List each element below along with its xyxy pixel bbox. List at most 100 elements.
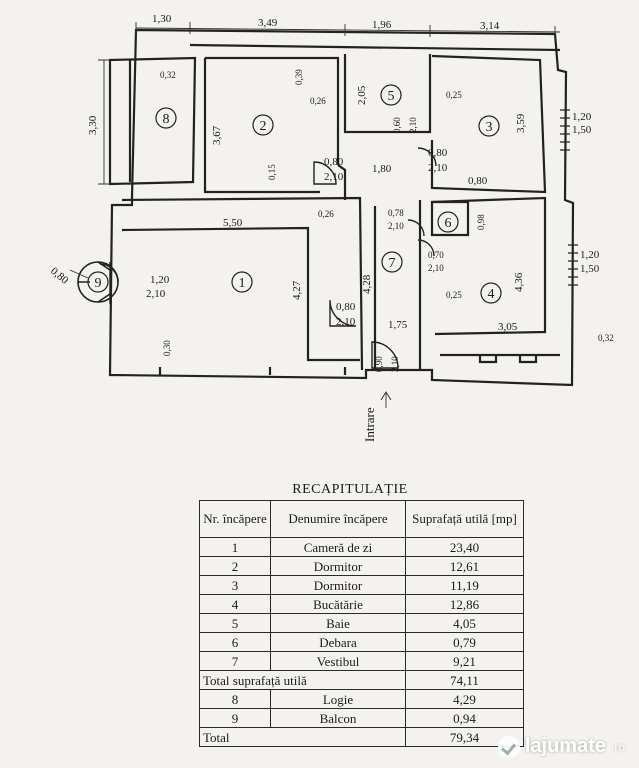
table-row: 2 Dormitor 12,61 bbox=[199, 556, 524, 576]
room-1-label: 1 bbox=[239, 276, 246, 291]
dim-0-32-b: 0,32 bbox=[598, 333, 614, 343]
cell-room-number: 9 bbox=[199, 708, 271, 728]
door-r1-w: 0,80 bbox=[336, 301, 356, 313]
watermark-tld: .ro bbox=[610, 739, 625, 754]
room-5-label: 5 bbox=[388, 89, 395, 104]
table-row: 1 Cameră de zi 23,40 bbox=[199, 537, 524, 557]
room-2-circle bbox=[252, 114, 274, 136]
cell-area: 0,79 bbox=[405, 632, 524, 652]
door-r4-h: 2,10 bbox=[428, 263, 444, 273]
table-row: 9 Balcon 0,94 bbox=[199, 708, 524, 728]
door-r1-h: 2,10 bbox=[336, 316, 356, 328]
cell-area: 4,29 bbox=[405, 689, 524, 709]
room-7-label: 7 bbox=[389, 256, 396, 271]
table-row: 4 Bucătărie 12,86 bbox=[199, 594, 524, 614]
window-r3-w: 1,20 bbox=[572, 111, 592, 123]
cell-room-name: Cameră de zi bbox=[270, 537, 406, 557]
dim-3-67: 3,67 bbox=[211, 125, 223, 145]
dim-left: 3,30 bbox=[87, 115, 99, 135]
dim-2-05: 2,05 bbox=[356, 85, 368, 105]
total-value: 79,34 bbox=[405, 727, 524, 747]
dim-4-36: 4,36 bbox=[513, 272, 525, 292]
plan-windows bbox=[560, 109, 578, 286]
table-row: 6 Debara 0,79 bbox=[199, 632, 524, 652]
site-watermark: lajumate.ro bbox=[497, 735, 625, 758]
cell-room-name: Logie bbox=[270, 689, 406, 709]
table-row: 8 Logie 4,29 bbox=[199, 689, 524, 709]
recap-header-row: Nr. încăpere Denumire încăpere Suprafață… bbox=[199, 500, 524, 538]
dim-3-05: 3,05 bbox=[498, 321, 518, 333]
cell-room-number: 2 bbox=[199, 556, 271, 576]
room-6-label: 6 bbox=[445, 216, 452, 231]
room-3-circle bbox=[478, 115, 500, 137]
window-r4-h: 1,50 bbox=[580, 263, 600, 275]
dim-0-30: 0,30 bbox=[162, 340, 172, 356]
header-room-number: Nr. încăpere bbox=[199, 500, 271, 538]
balcony-9-shape bbox=[77, 261, 119, 303]
cell-room-name: Baie bbox=[270, 613, 406, 633]
door-r3-h: 2,10 bbox=[428, 162, 448, 174]
total-row: Total 79,34 bbox=[199, 727, 524, 747]
total-label: Total bbox=[199, 727, 406, 747]
door-debara-w: 0,78 bbox=[388, 208, 404, 218]
dim-0-80-b: 0,80 bbox=[468, 175, 488, 187]
door-balcony-h: 2,10 bbox=[146, 288, 166, 300]
dim-top-4: 3,14 bbox=[480, 20, 500, 32]
room-6-circle bbox=[437, 211, 459, 233]
cell-area: 23,40 bbox=[405, 537, 524, 557]
cell-area: 9,21 bbox=[405, 651, 524, 671]
dim-1-80: 1,80 bbox=[372, 163, 392, 175]
dim-1-75: 1,75 bbox=[388, 319, 408, 331]
window-r4-w: 1,20 bbox=[580, 249, 600, 261]
door-entry-w: 0,90 bbox=[374, 356, 384, 372]
cell-area: 0,94 bbox=[405, 708, 524, 728]
room-9-circle bbox=[87, 271, 109, 293]
cell-room-number: 5 bbox=[199, 613, 271, 633]
cell-area: 12,61 bbox=[405, 556, 524, 576]
cell-room-name: Balcon bbox=[270, 708, 406, 728]
dim-top-1: 1,30 bbox=[152, 13, 172, 25]
dim-4-27: 4,27 bbox=[291, 280, 303, 300]
dim-3-59: 3,59 bbox=[515, 113, 527, 133]
cell-room-number: 4 bbox=[199, 594, 271, 614]
dim-0-25-b: 0,25 bbox=[446, 290, 462, 300]
door-bath-w: 0,60 bbox=[392, 117, 402, 133]
dim-0-15: 0,15 bbox=[267, 164, 277, 180]
cell-room-name: Bucătărie bbox=[270, 594, 406, 614]
dim-0-98: 0,98 bbox=[476, 214, 486, 230]
cell-room-number: 1 bbox=[199, 537, 271, 557]
table-row: 3 Dormitor 11,19 bbox=[199, 575, 524, 595]
checkmark-logo-icon bbox=[497, 735, 520, 758]
door-balcony-d: 0,80 bbox=[48, 265, 71, 287]
door-bath-h: 2,10 bbox=[408, 117, 418, 133]
room-5-circle bbox=[380, 84, 402, 106]
door-balcony-w: 1,20 bbox=[150, 274, 170, 286]
cell-room-name: Dormitor bbox=[270, 556, 406, 576]
room-4-label: 4 bbox=[488, 287, 495, 302]
dim-top-2: 3,49 bbox=[258, 17, 278, 29]
door-debara-h: 2,10 bbox=[388, 221, 404, 231]
total-useful-row: Total suprafață utilă 74,11 bbox=[199, 670, 524, 690]
room-numbers: 1 2 3 4 5 6 7 8 9 bbox=[95, 89, 495, 302]
room-2-label: 2 bbox=[260, 119, 267, 134]
door-r2-h: 2,10 bbox=[324, 171, 344, 183]
table-row: 7 Vestibul 9,21 bbox=[199, 651, 524, 671]
room-1-circle bbox=[231, 271, 253, 293]
cell-room-number: 3 bbox=[199, 575, 271, 595]
cell-room-number: 8 bbox=[199, 689, 271, 709]
room-markers bbox=[87, 84, 502, 304]
plan-walls bbox=[108, 28, 575, 387]
header-useful-area: Suprafață utilă [mp] bbox=[405, 500, 524, 538]
door-r3-w: 0,80 bbox=[428, 147, 448, 159]
dim-4-28: 4,28 bbox=[361, 274, 373, 294]
cell-room-name: Dormitor bbox=[270, 575, 406, 595]
room-8-circle bbox=[155, 107, 177, 129]
door-r4-w: 0,70 bbox=[428, 250, 444, 260]
cell-room-number: 6 bbox=[199, 632, 271, 652]
header-room-name: Denumire încăpere bbox=[270, 500, 406, 538]
dimension-labels: 1,30 3,49 1,96 3,14 3,30 0,32 0,39 3,67 … bbox=[48, 13, 614, 442]
table-row: 5 Baie 4,05 bbox=[199, 613, 524, 633]
cell-room-number: 7 bbox=[199, 651, 271, 671]
dimension-lines bbox=[69, 22, 561, 408]
floor-plan: 1,30 3,49 1,96 3,14 3,30 0,32 0,39 3,67 … bbox=[48, 13, 614, 442]
